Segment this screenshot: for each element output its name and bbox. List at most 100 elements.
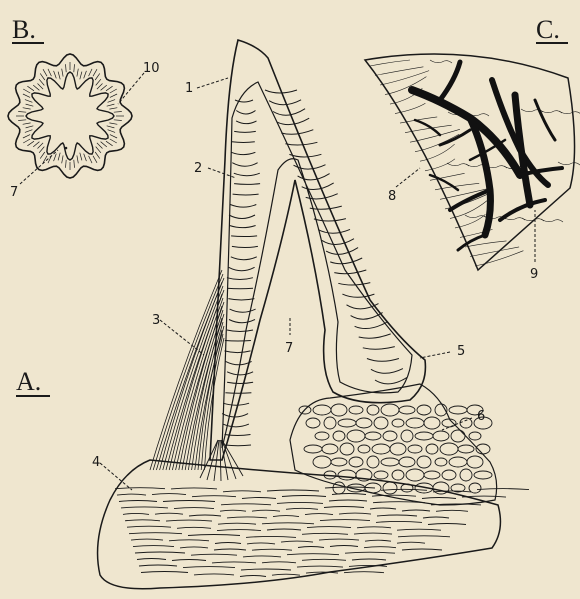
panel-c-striations bbox=[370, 60, 580, 266]
hatch-line bbox=[74, 64, 75, 72]
tissue-cell bbox=[424, 471, 440, 479]
villus-fold bbox=[375, 377, 407, 383]
label-2: 2 bbox=[194, 161, 202, 176]
tissue-cell bbox=[338, 419, 356, 427]
hatch-line bbox=[97, 143, 103, 149]
tissue-cell bbox=[372, 444, 390, 454]
villus-fold bbox=[225, 341, 251, 342]
hatch-line bbox=[39, 147, 44, 153]
tissue-cell bbox=[374, 471, 388, 479]
fine-vessel bbox=[541, 219, 563, 222]
hatch-line bbox=[43, 156, 47, 163]
fine-vessel bbox=[558, 162, 580, 165]
villus-fold bbox=[314, 219, 346, 221]
tissue-cell bbox=[383, 482, 397, 494]
villus-fold bbox=[226, 361, 252, 364]
hatch-line bbox=[89, 156, 92, 163]
tissue-cell bbox=[408, 445, 422, 453]
hatch-line bbox=[62, 69, 63, 77]
villus-fold bbox=[230, 226, 256, 228]
striation-line bbox=[380, 71, 429, 85]
hatch-line bbox=[26, 126, 34, 128]
tissue-cell bbox=[347, 430, 365, 442]
fine-vessel bbox=[447, 163, 469, 166]
villus-fold bbox=[231, 236, 257, 237]
hatch-line bbox=[106, 141, 113, 146]
striation-line bbox=[420, 144, 455, 161]
connective-fiber bbox=[115, 487, 529, 492]
villus-fold bbox=[232, 142, 255, 143]
hatch-line bbox=[93, 69, 97, 76]
label-6: 6 bbox=[477, 409, 485, 424]
villus-fold bbox=[342, 294, 374, 297]
hatch-line bbox=[80, 72, 82, 80]
villus-fold bbox=[359, 334, 391, 338]
villus-fold bbox=[232, 246, 258, 247]
hatch-line bbox=[80, 153, 82, 161]
villus-fold bbox=[231, 257, 257, 260]
label-1: 1 bbox=[185, 81, 193, 96]
hatch-line bbox=[23, 94, 30, 97]
hatch-line bbox=[43, 69, 47, 76]
hatch-line bbox=[25, 100, 33, 103]
tissue-cell bbox=[340, 443, 354, 455]
hatch-line bbox=[40, 152, 45, 159]
tissue-cell bbox=[338, 470, 356, 480]
hatch-line bbox=[101, 85, 107, 90]
label-7-panel-a: 7 bbox=[285, 341, 293, 356]
label-9: 9 bbox=[530, 267, 538, 282]
hatch-line bbox=[114, 112, 122, 113]
cellular-tissue-cells bbox=[299, 404, 492, 494]
hatch-line bbox=[23, 123, 31, 124]
panel-c-outline bbox=[365, 54, 575, 270]
tissue-cell bbox=[401, 484, 413, 492]
hatch-line bbox=[95, 152, 100, 159]
hatch-line bbox=[106, 86, 113, 91]
hatch-line bbox=[33, 142, 39, 147]
tissue-cell bbox=[451, 430, 465, 442]
label-8: 8 bbox=[388, 189, 396, 204]
hatch-line bbox=[38, 143, 44, 149]
tissue-cell bbox=[304, 445, 322, 453]
villus-fold bbox=[225, 435, 251, 436]
hatch-line bbox=[110, 89, 117, 93]
connective-fiber bbox=[121, 507, 468, 512]
tissue-cell bbox=[392, 470, 404, 480]
tissue-cell bbox=[449, 406, 467, 414]
villus-fold bbox=[227, 372, 253, 375]
hatch-line bbox=[93, 156, 97, 163]
hatch-line bbox=[18, 120, 26, 121]
connective-fiber bbox=[117, 494, 506, 499]
hatch-line bbox=[66, 160, 67, 168]
villus-fold bbox=[230, 309, 256, 312]
hatch-line bbox=[54, 71, 57, 79]
hatch-line bbox=[40, 73, 45, 80]
villus-fold bbox=[229, 320, 255, 323]
tissue-cell bbox=[324, 417, 336, 429]
label-10: 10 bbox=[143, 61, 160, 76]
tissue-cell bbox=[442, 419, 456, 427]
villus-fold bbox=[227, 382, 253, 383]
panel-c-vessels bbox=[412, 62, 562, 250]
villus-fold bbox=[230, 205, 256, 208]
villus-fold bbox=[334, 270, 366, 274]
hatch-line bbox=[27, 141, 34, 146]
tissue-cell bbox=[381, 458, 399, 466]
hatch-line bbox=[84, 154, 87, 162]
hatch-line bbox=[77, 155, 78, 163]
tissue-cell bbox=[433, 431, 449, 441]
hatch-line bbox=[108, 100, 116, 103]
striation-line bbox=[475, 251, 523, 266]
hatch-line bbox=[110, 94, 117, 97]
connective-tissue-lines bbox=[115, 487, 529, 577]
tissue-cell bbox=[469, 432, 481, 440]
tissue-cell bbox=[322, 444, 338, 454]
hatch-line bbox=[23, 139, 30, 143]
hatch-line bbox=[58, 72, 60, 80]
hatch-line bbox=[107, 104, 115, 106]
tissue-cell bbox=[367, 456, 379, 468]
villus-fold bbox=[228, 299, 254, 300]
hatch-line bbox=[54, 154, 57, 162]
label-7-panel-b: 7 bbox=[10, 185, 18, 200]
